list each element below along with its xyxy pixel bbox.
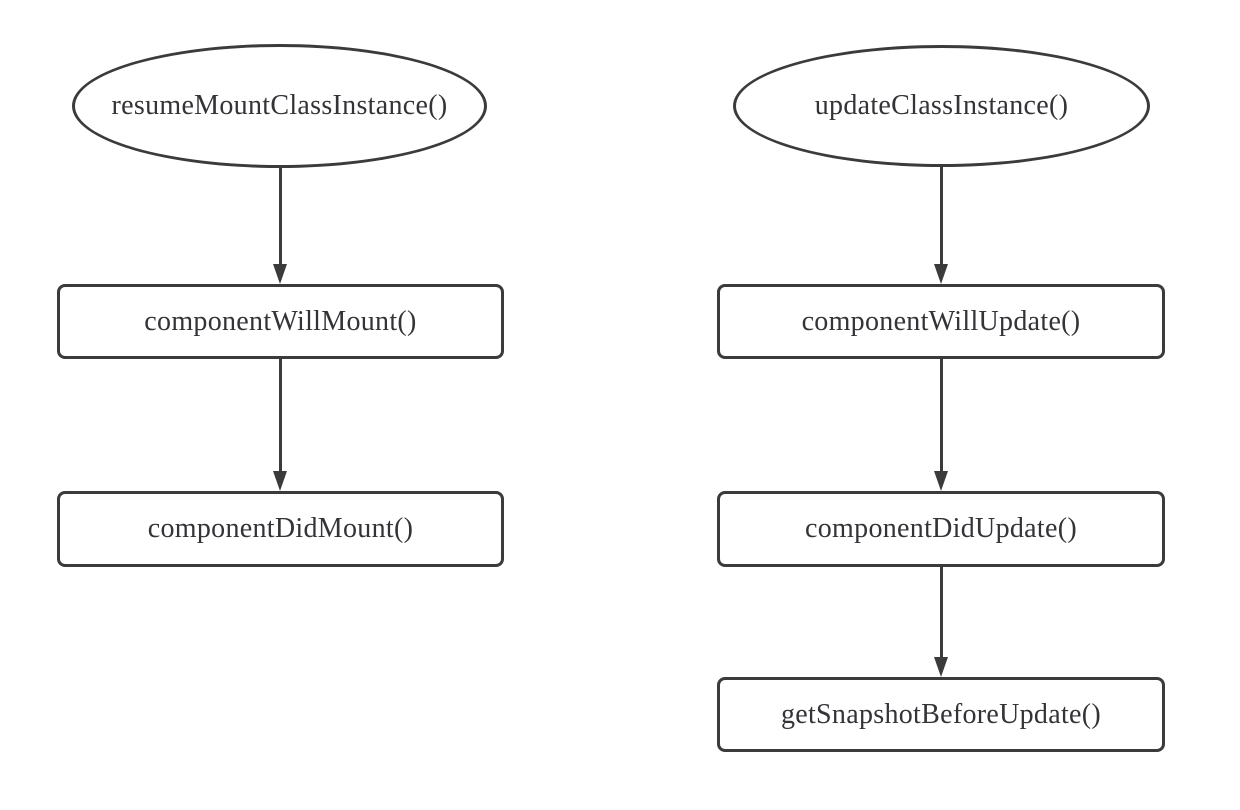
arrow-down-icon (273, 264, 287, 284)
node-label: componentDidUpdate() (805, 513, 1077, 544)
arrow-down-connector (279, 359, 282, 473)
step-node-get-snapshot-before-update: getSnapshotBeforeUpdate() (717, 677, 1165, 752)
step-node-component-did-update: componentDidUpdate() (717, 491, 1165, 567)
arrow-down-connector (940, 359, 943, 473)
step-node-component-did-mount: componentDidMount() (57, 491, 504, 567)
node-label: componentDidMount() (147, 513, 414, 544)
step-node-component-will-mount: componentWillMount() (57, 284, 504, 359)
arrow-down-icon (934, 471, 948, 491)
node-label: componentWillUpdate() (801, 305, 1081, 337)
start-node-update-class-instance: updateClassInstance() (733, 45, 1150, 167)
node-label: componentWillMount() (144, 305, 417, 337)
arrow-down-icon (273, 471, 287, 491)
arrow-down-connector (279, 168, 282, 266)
arrow-down-connector (940, 567, 943, 659)
step-node-component-will-update: componentWillUpdate() (717, 284, 1165, 359)
arrow-down-icon (934, 657, 948, 677)
node-label: updateClassInstance() (814, 90, 1069, 121)
arrow-down-icon (934, 264, 948, 284)
node-label: resumeMountClassInstance() (111, 90, 448, 121)
start-node-resume-mount-class-instance: resumeMountClassInstance() (72, 44, 487, 168)
node-label: getSnapshotBeforeUpdate() (780, 698, 1102, 730)
arrow-down-connector (940, 167, 943, 266)
